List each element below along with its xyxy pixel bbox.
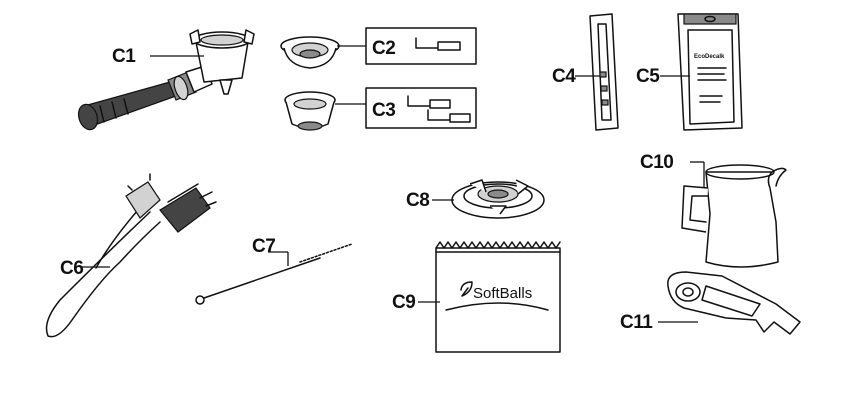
c3-legend-box bbox=[365, 87, 477, 129]
label-c6: C6 bbox=[60, 258, 83, 279]
filter-basket-single bbox=[280, 36, 340, 69]
label-c8: C8 bbox=[406, 190, 429, 211]
label-c1: C1 bbox=[112, 46, 136, 67]
cleaning-brush bbox=[195, 243, 353, 305]
label-c3: C3 bbox=[372, 100, 395, 121]
label-c10: C10 bbox=[640, 152, 673, 173]
pod-adapter bbox=[451, 179, 545, 219]
tamper-tool bbox=[667, 271, 801, 335]
descaler-brand-text: EcoDecalk bbox=[694, 54, 725, 60]
label-c5: C5 bbox=[636, 66, 660, 87]
label-c11: C11 bbox=[620, 312, 653, 333]
portafilter-illustration bbox=[77, 29, 255, 131]
filter-basket-double bbox=[284, 91, 336, 131]
milk-jug bbox=[681, 164, 787, 268]
label-c7: C7 bbox=[252, 236, 275, 257]
c2-legend-box bbox=[365, 27, 477, 65]
label-c2: C2 bbox=[372, 38, 395, 59]
double-cup-icon-bottom bbox=[427, 109, 471, 123]
single-cup-icon bbox=[415, 37, 461, 51]
label-c9: C9 bbox=[392, 292, 415, 313]
power-cable bbox=[45, 173, 217, 338]
descaler-package: EcoDecalk bbox=[677, 13, 743, 131]
double-cup-icon-top bbox=[407, 95, 451, 109]
label-c4: C4 bbox=[552, 66, 576, 87]
softballs-package: SoftBalls bbox=[435, 241, 561, 353]
water-hardness-test-strip bbox=[589, 13, 619, 131]
softballs-brand-text: SoftBalls bbox=[473, 285, 532, 302]
